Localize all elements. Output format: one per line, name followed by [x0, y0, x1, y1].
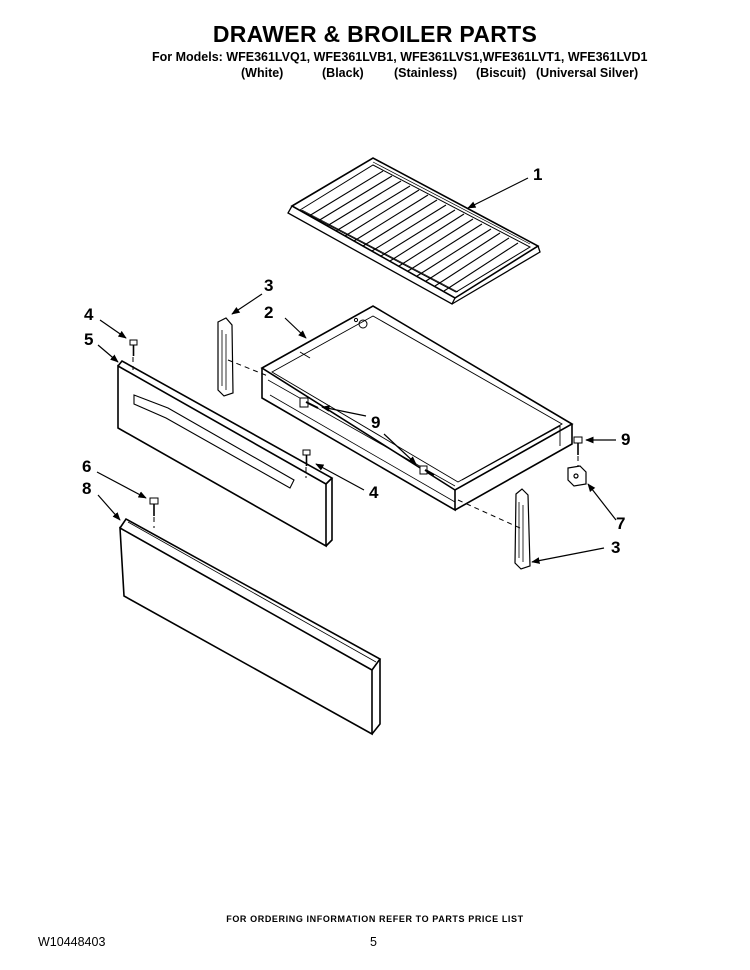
drawer-glide-left — [217, 317, 234, 397]
screw-panel — [149, 497, 159, 516]
callout-2: 2 — [264, 303, 273, 322]
variant-universal-silver: (Universal Silver) — [536, 66, 639, 80]
callout-9-right: 9 — [621, 430, 630, 449]
ordering-note: FOR ORDERING INFORMATION REFER TO PARTS … — [226, 914, 524, 924]
screw-upper — [129, 339, 138, 356]
callout-3-left: 3 — [264, 276, 273, 295]
callout-4-lower: 4 — [369, 483, 379, 502]
callout-9-center: 9 — [371, 413, 380, 432]
drawer-body — [260, 305, 574, 512]
variant-black: (Black) — [322, 66, 364, 80]
callout-5: 5 — [84, 330, 93, 349]
callout-4-upper: 4 — [84, 305, 94, 324]
callout-3-right: 3 — [611, 538, 620, 557]
bracket — [567, 465, 587, 487]
screw-right — [573, 436, 583, 455]
callout-6: 6 — [82, 457, 91, 476]
variant-biscuit: (Biscuit) — [476, 66, 526, 80]
variant-white: (White) — [241, 66, 284, 80]
screw-lower — [302, 449, 311, 466]
callout-8: 8 — [82, 479, 91, 498]
page-number: 5 — [370, 935, 377, 949]
drawer-panel — [119, 517, 382, 736]
assembly-lines — [132, 357, 579, 529]
broiler-pan-rack — [287, 157, 541, 305]
drawer-front — [117, 359, 334, 548]
document-number: W10448403 — [38, 935, 106, 949]
stud-center — [299, 397, 319, 409]
callout-1: 1 — [533, 165, 542, 184]
drawer-glide-right — [514, 488, 531, 570]
leader-lines — [96, 177, 617, 564]
models-line: For Models: WFE361LVQ1, WFE361LVB1, WFE3… — [152, 50, 648, 64]
variant-stainless: (Stainless) — [394, 66, 458, 80]
stud-right-center — [419, 465, 435, 476]
page-title: DRAWER & BROILER PARTS — [212, 21, 538, 47]
callout-7: 7 — [616, 514, 625, 533]
